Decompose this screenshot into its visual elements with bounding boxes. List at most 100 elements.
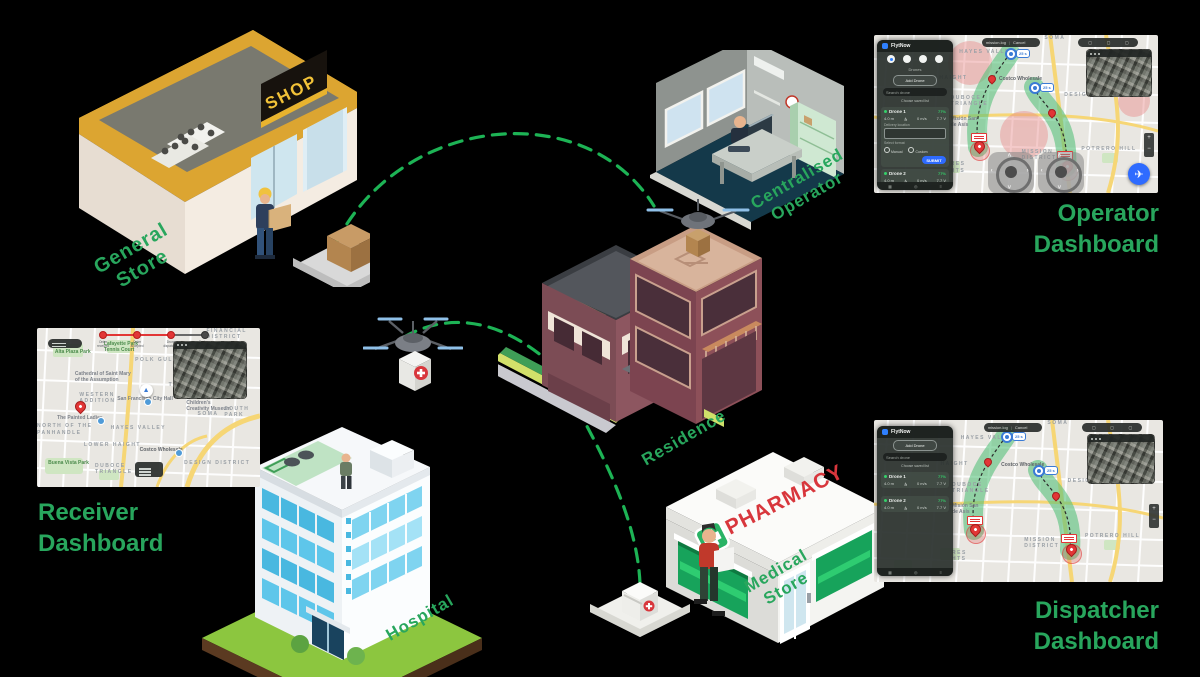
drone-eta-tag: 25 s	[1012, 432, 1026, 441]
ac-unit	[754, 56, 784, 80]
package-pallet	[293, 224, 370, 287]
add-drone-button[interactable]: Add Drone	[893, 75, 937, 86]
hospital-glass-right	[346, 486, 422, 600]
receiver-dashboard-title: Receiver Dashboard	[38, 499, 164, 558]
speed-value: 0 m/s	[916, 116, 927, 121]
voltage-value: 7.7 V	[936, 481, 946, 486]
wall-shelf	[754, 90, 780, 106]
person-on-roof	[340, 453, 352, 489]
status-dot	[884, 475, 887, 478]
medical-drone-illustration	[363, 317, 463, 391]
right-joystick[interactable]: ˄˅ ‹›	[1037, 151, 1084, 193]
altitude-value: 4.0 m	[884, 481, 895, 486]
status-dot	[884, 110, 887, 113]
panel-tab	[887, 55, 895, 63]
zoom-control[interactable]: +−	[1144, 132, 1154, 157]
status-dot	[884, 499, 887, 502]
poi-marker	[175, 448, 184, 457]
rooftop-drone	[646, 199, 750, 257]
heading-icon: ◮	[903, 481, 908, 486]
drone-eta-tag: 25 s	[1044, 466, 1058, 475]
drone-card[interactable]: Drone 2 77% 4.0 m ◮ 0 m/s 7.7 V	[881, 496, 949, 512]
status-dot	[884, 172, 887, 175]
delivery-location-input[interactable]	[884, 128, 946, 139]
operator-at-desk	[712, 114, 802, 184]
speed-value: 0 m/s	[916, 178, 927, 183]
joystick-controls[interactable]: ˄˅ ‹› ˄˅ ‹›	[987, 151, 1084, 193]
drone-card[interactable]: Drone 1 77% 4.0 m ◮ 0 m/s 7.7 V Delivery…	[881, 107, 949, 167]
add-drone-button[interactable]: Add Drone	[893, 440, 937, 451]
panel-bottom-nav[interactable]: ▦◎≡	[877, 568, 953, 576]
residence-right-building	[630, 225, 762, 427]
operator-side-panel: FlytNow Drones Add Drone Search drone Ch…	[877, 40, 953, 190]
panel-tabs[interactable]	[877, 52, 953, 66]
mission-log-pill[interactable]: mission.log|Cancel	[983, 423, 1042, 433]
app-logo: FlytNow	[877, 40, 953, 52]
zoom-control[interactable]: +−	[1149, 504, 1159, 529]
app-logo-icon	[882, 43, 888, 49]
panel-tab	[935, 55, 943, 63]
pharmacy-customer	[694, 523, 734, 616]
heading-icon: ◮	[903, 116, 908, 121]
app-logo: FlytNow	[877, 426, 953, 438]
map-bottom-button[interactable]	[135, 461, 164, 477]
arc-store-to-residence	[334, 132, 656, 245]
heading-icon: ◮	[903, 505, 908, 510]
drone-search-input[interactable]: Search drone	[883, 88, 947, 96]
progress-step: Order received	[86, 331, 120, 348]
camera-controls-pill[interactable]: ▢▢▢	[1078, 38, 1139, 48]
submit-button[interactable]: SUBMIT	[922, 156, 946, 164]
choose-saved-list-link[interactable]: Choose saved list	[901, 464, 929, 468]
altitude-value: 4.0 m	[884, 505, 895, 510]
general-store-illustration: SHOP	[79, 30, 370, 287]
map-menu-button[interactable]	[48, 339, 83, 349]
speed-value: 0 m/s	[916, 505, 927, 510]
medical-pad	[590, 582, 690, 637]
drone-mode-fab[interactable]: ✈	[1128, 163, 1150, 185]
drone-card[interactable]: Drone 2 77% 4.0 m ◮ 0 m/s 7.7 V	[881, 169, 949, 185]
delivery-person	[255, 187, 291, 259]
format-radios[interactable]: Manual Custom	[884, 147, 946, 154]
dispatcher-side-panel: FlytNow Add Drone Search drone Choose sa…	[877, 426, 953, 576]
pharmacy-illustration: PHARMACY	[590, 452, 884, 644]
drone-eta-tag: 25 s	[1040, 83, 1054, 92]
app-logo-icon	[882, 429, 888, 435]
voltage-value: 7.7 V	[936, 178, 946, 183]
drones-section-label: Drones	[908, 67, 922, 72]
progress-step: Drone dispatched	[154, 331, 188, 348]
panel-tab	[903, 55, 911, 63]
voltage-value: 7.7 V	[936, 505, 946, 510]
camera-feed	[172, 340, 247, 399]
medical-box	[399, 351, 431, 391]
battery-badge: 77%	[937, 171, 946, 176]
heading-icon: ◮	[903, 178, 908, 183]
landing-marker	[1061, 534, 1077, 543]
drone-card[interactable]: Drone 1 77% 4.0 m ◮ 0 m/s 7.7 V	[881, 472, 949, 488]
hospital-illustration	[202, 427, 482, 677]
heading-marker: ▲	[139, 383, 153, 397]
camera-feed	[1087, 434, 1155, 484]
camera-controls-pill[interactable]: ▢▢▢	[1082, 423, 1143, 433]
drone-search-input[interactable]: Search drone	[883, 453, 947, 461]
progress-step: Order accepted	[120, 331, 154, 348]
roof-vents	[151, 122, 225, 168]
shop-sign: SHOP	[261, 50, 327, 128]
poi-marker	[97, 417, 106, 426]
panel-bottom-nav[interactable]: ▦◎≡	[877, 182, 953, 190]
camera-feed	[1086, 49, 1152, 97]
rooftop-landing-zone	[262, 441, 352, 486]
choose-saved-list-link[interactable]: Choose saved list	[901, 99, 929, 103]
pharmacy-door	[780, 562, 811, 644]
voltage-value: 7.7 V	[936, 116, 946, 121]
battery-badge: 77%	[937, 498, 946, 503]
hospital-entrance	[291, 606, 365, 665]
mission-log-pill[interactable]: mission.log|Cancel	[981, 38, 1040, 48]
altitude-value: 4.0 m	[884, 116, 895, 121]
operator-dashboard-title: Operator Dashboard	[1033, 200, 1159, 259]
panel-tab	[919, 55, 927, 63]
left-joystick[interactable]: ˄˅ ‹›	[987, 151, 1034, 193]
dispatcher-dashboard: SOMA HAYES VALLEY HAIGHT DUBOCE TRIANGLE…	[874, 420, 1163, 582]
battery-badge: 77%	[937, 474, 946, 479]
speed-value: 0 m/s	[916, 481, 927, 486]
